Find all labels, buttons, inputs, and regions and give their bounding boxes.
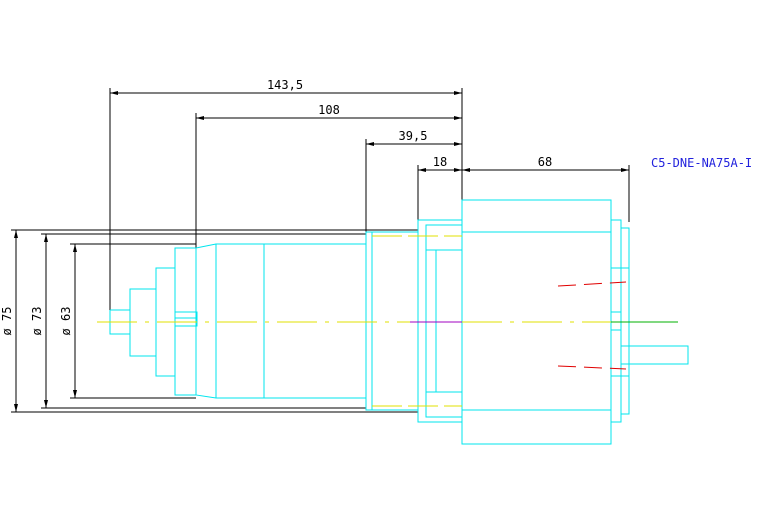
- dimension-18: 18: [417, 155, 462, 220]
- dim-text-68: 68: [538, 155, 552, 169]
- dimension-dia-75: ø 75: [0, 229, 418, 413]
- dimension-39-5: 39,5: [365, 129, 462, 232]
- dimension-dia-63: ø 63: [59, 243, 196, 399]
- dim-text-overall-length: 143,5: [267, 78, 303, 92]
- dimension-68: 68: [462, 155, 630, 222]
- dimension-dia-73: ø 73: [30, 233, 366, 409]
- dim-text-18: 18: [433, 155, 447, 169]
- dim-text-39-5: 39,5: [399, 129, 428, 143]
- dim-text-dia-73: ø 73: [30, 307, 44, 336]
- dim-text-dia-63: ø 63: [59, 307, 73, 336]
- dimension-overall-length: 143,5: [109, 78, 462, 312]
- part-label: C5-DNE-NA75A-I: [651, 156, 752, 170]
- hidden-holes: [557, 281, 627, 370]
- dimension-108: 108: [195, 103, 462, 248]
- centerlines: [97, 235, 678, 407]
- dim-text-dia-75: ø 75: [0, 307, 14, 336]
- dim-text-108: 108: [318, 103, 340, 117]
